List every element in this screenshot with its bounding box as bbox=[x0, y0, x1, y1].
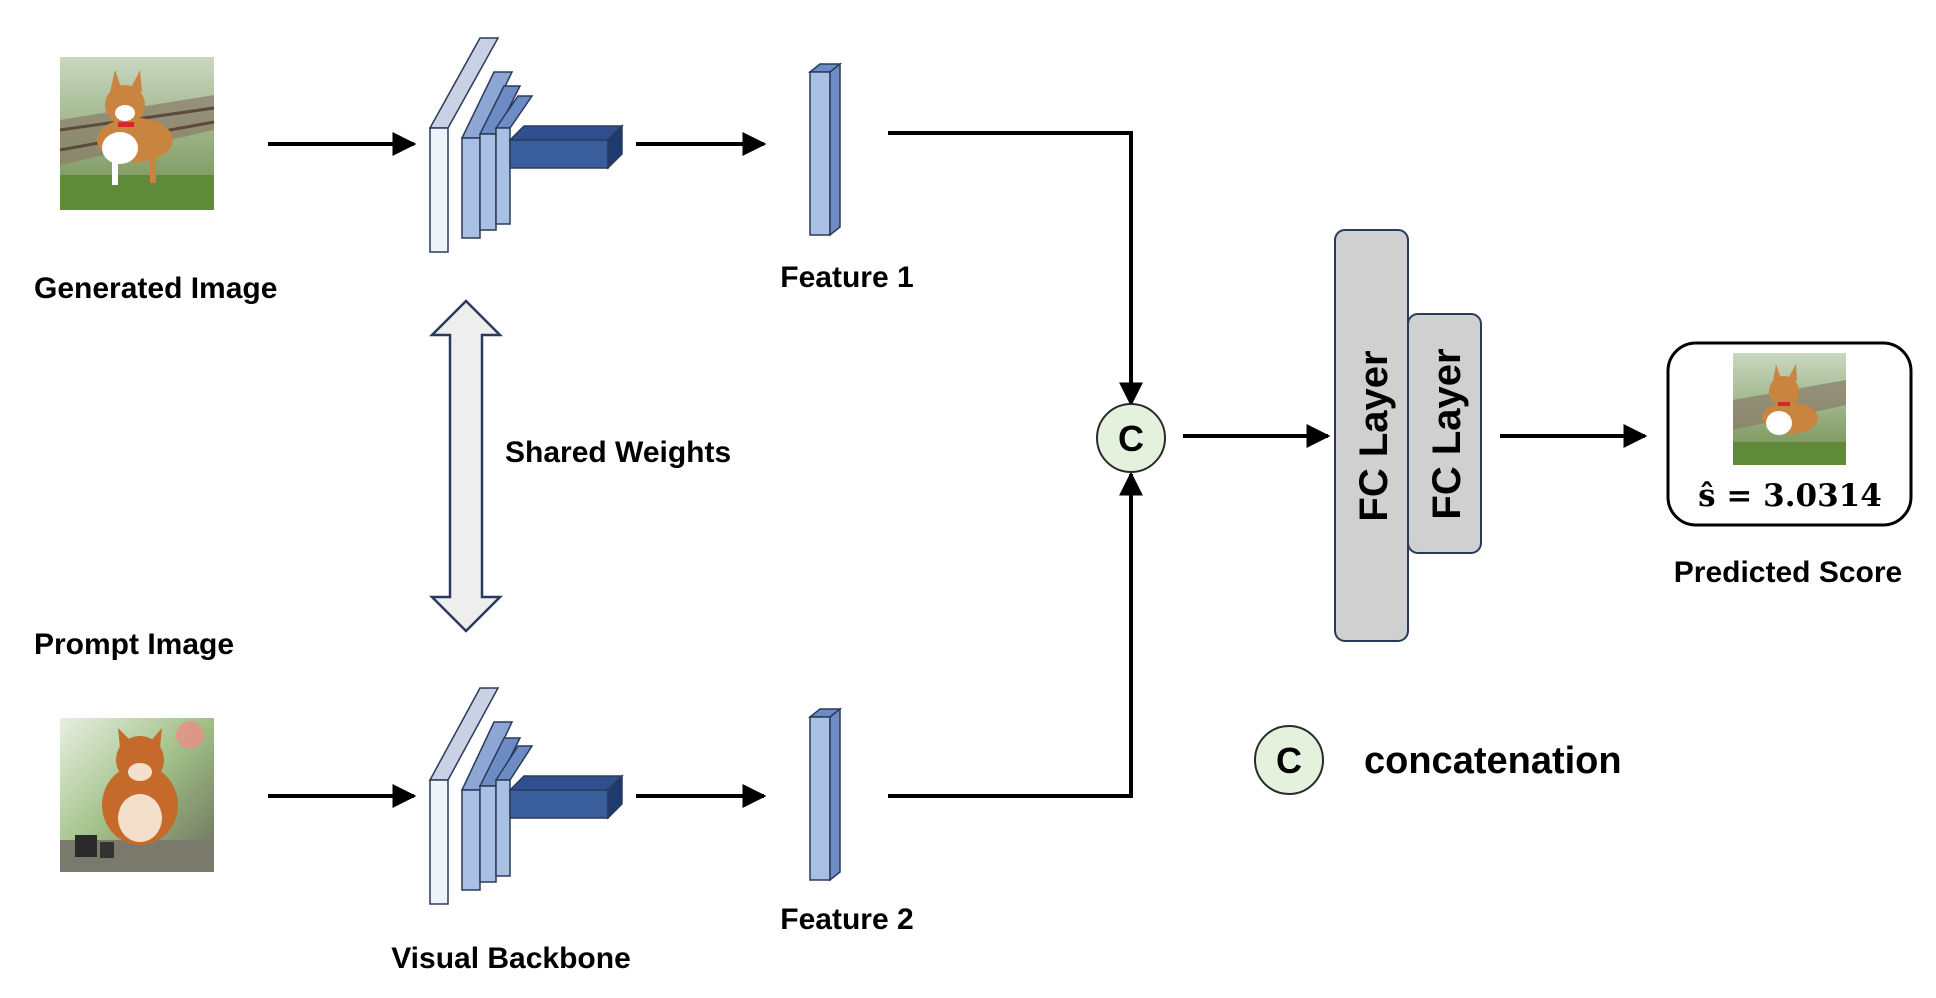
legend-concat-icon bbox=[1254, 725, 1324, 795]
predicted-score-box: ŝ = 3.0314 bbox=[1666, 341, 1913, 527]
score-thumbnail bbox=[1733, 353, 1846, 465]
input-arrows bbox=[268, 132, 767, 808]
prompt-image-label: Prompt Image bbox=[34, 628, 234, 661]
fc-layer-1: FC Layer bbox=[1334, 229, 1409, 642]
legend: C concatenation bbox=[1254, 725, 1622, 795]
shared-weights-arrow bbox=[428, 299, 504, 633]
fc-layer-2-label: FC Layer bbox=[1425, 348, 1469, 519]
prompt-image-thumbnail bbox=[60, 718, 214, 872]
fc-layer-1-label: FC Layer bbox=[1352, 350, 1396, 521]
backbone-top bbox=[428, 37, 624, 253]
predicted-score-label: Predicted Score bbox=[1674, 556, 1902, 589]
feature-1-label: Feature 1 bbox=[780, 261, 913, 294]
score-value: ŝ = 3.0314 bbox=[1698, 478, 1882, 514]
visual-backbone-label: Visual Backbone bbox=[391, 942, 631, 975]
shared-weights-label: Shared Weights bbox=[505, 436, 731, 469]
legend-symbol: C bbox=[1276, 740, 1302, 781]
feature-2-label: Feature 2 bbox=[780, 903, 913, 936]
fc-layer-2: FC Layer bbox=[1407, 313, 1482, 554]
generated-image-thumbnail bbox=[59, 57, 215, 210]
feature-1-bar bbox=[807, 62, 843, 237]
feature-2-bar bbox=[807, 707, 843, 882]
backbone-bottom bbox=[428, 687, 624, 905]
concat-node: C bbox=[1096, 403, 1166, 473]
legend-text: concatenation bbox=[1364, 740, 1622, 782]
generated-image-label: Generated Image bbox=[34, 272, 277, 305]
concat-connectors bbox=[888, 131, 1648, 798]
concat-symbol: C bbox=[1118, 418, 1144, 459]
